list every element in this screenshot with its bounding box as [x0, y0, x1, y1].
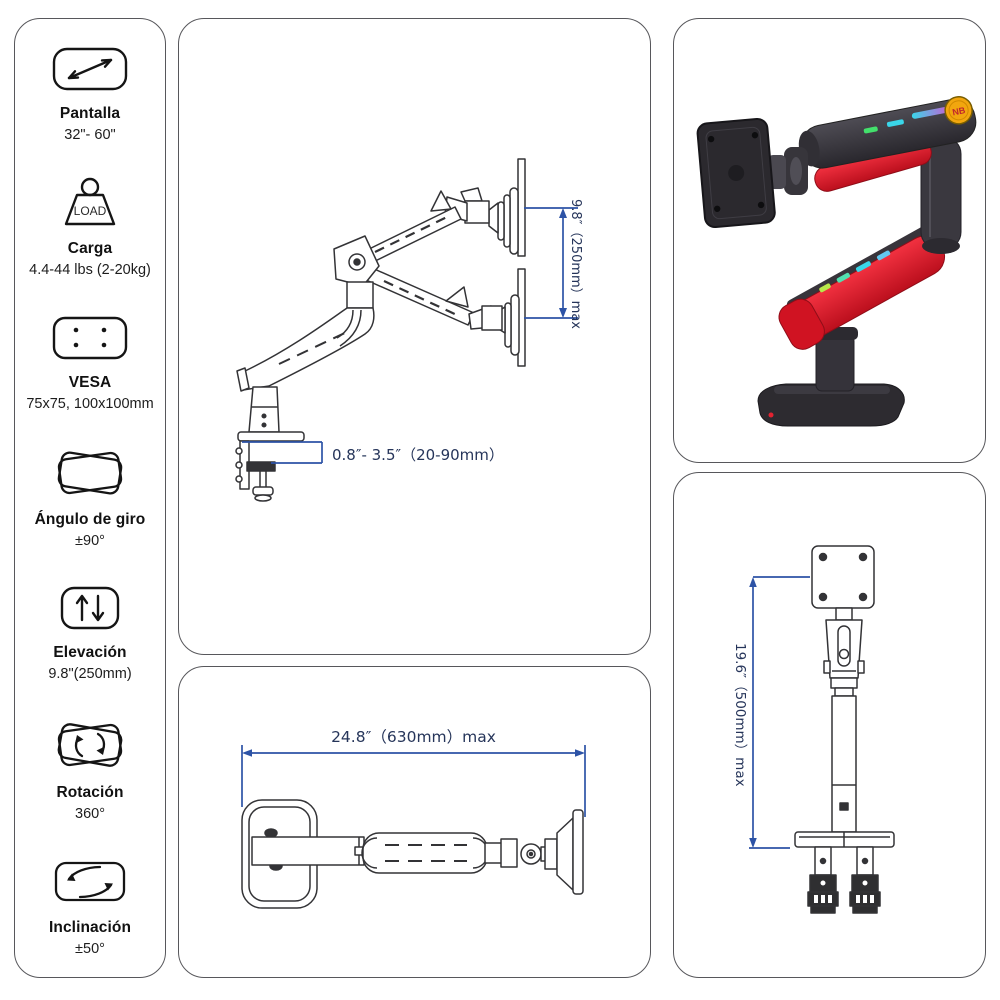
spec-label: Elevación: [53, 644, 127, 662]
spec-label: Rotación: [56, 783, 124, 801]
svg-text:NB: NB: [951, 105, 966, 117]
front-view-diagram-panel: 19.6″（500mm）max: [673, 472, 986, 978]
svg-text:LOAD: LOAD: [74, 204, 107, 218]
spec-value: 75x75, 100x100mm: [26, 395, 154, 412]
spec-value: 32"- 60": [64, 127, 116, 143]
vesa-plate: [696, 117, 776, 229]
spec-sidebar: Pantalla 32"- 60" LOAD Carga 4.4-44 lbs …: [14, 18, 166, 978]
spec-elevation: Elevación 9.8"(250mm): [19, 580, 161, 682]
side-view-diagram-panel: 9.8″（250mm）max 0.8″- 3.5″（20-90mm）: [178, 18, 651, 655]
spec-swivel: Ángulo de giro ±90°: [19, 443, 161, 549]
height-dimension-label: 19.6″（500mm）max: [732, 643, 748, 787]
spec-value: 9.8"(250mm): [48, 666, 132, 683]
elevation-arrows-icon: [48, 580, 132, 636]
spec-label: Ángulo de giro: [34, 510, 146, 528]
spec-tilt: Inclinación ±50°: [19, 853, 161, 957]
swivel-icon: [48, 443, 132, 503]
front-view-drawing: [749, 545, 895, 914]
height-dimension-label: 9.8″（250mm）max: [568, 199, 583, 329]
spec-label: Pantalla: [59, 105, 121, 122]
spec-value: ±90°: [75, 532, 105, 549]
side-view-drawing: [235, 158, 578, 502]
tilt-icon: [48, 853, 132, 911]
screen-diagonal-icon: [48, 41, 132, 97]
spec-label: Inclinación: [48, 918, 132, 936]
monitor-arm-photo: NB: [696, 96, 977, 427]
spec-rotation: Rotación 360°: [19, 714, 161, 822]
rotation-icon: [48, 714, 132, 776]
spec-value: 4.4-44 lbs (2-20kg): [29, 262, 151, 279]
spec-screen-size: Pantalla 32"- 60": [19, 41, 161, 143]
spec-vesa: VESA 75x75, 100x100mm: [19, 310, 161, 412]
spec-value: 360°: [75, 805, 105, 822]
spec-load: LOAD Carga 4.4-44 lbs (2-20kg): [19, 174, 161, 278]
brand-badge: NB: [944, 96, 973, 125]
spec-value: ±50°: [75, 940, 105, 957]
spec-label: Carga: [67, 240, 113, 258]
width-dimension-label: 24.8″（630mm）max: [331, 728, 496, 746]
product-photo-panel: NB: [673, 18, 986, 463]
top-view-drawing: [241, 745, 586, 909]
load-weight-icon: LOAD: [48, 174, 132, 232]
top-view-diagram-panel: 24.8″（630mm）max: [178, 666, 651, 978]
clamp-range-dimension-label: 0.8″- 3.5″（20-90mm）: [332, 446, 504, 464]
spec-label: VESA: [68, 373, 112, 391]
vesa-holes-icon: [48, 310, 132, 366]
